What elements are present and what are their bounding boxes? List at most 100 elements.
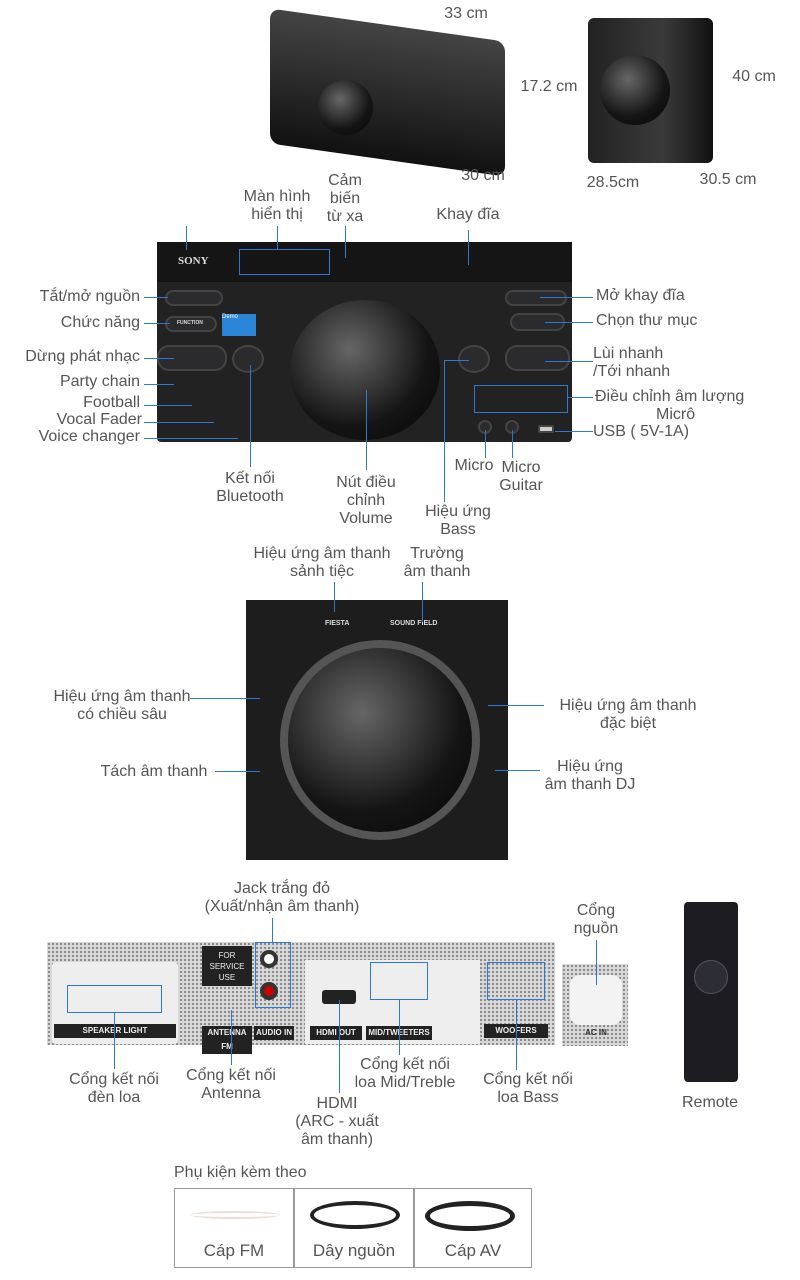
- label-isolator: Tách âm thanh: [100, 763, 208, 780]
- callout-line: [488, 705, 544, 706]
- callout-line: [444, 360, 469, 361]
- speaker-driver: [600, 55, 670, 125]
- label-power: Tắt/mở nguồn: [39, 288, 140, 305]
- remote-dpad: [694, 960, 728, 994]
- accessory-power-cord: Dây nguồn: [294, 1188, 414, 1268]
- label-special: Hiệu ứng âm thanh đặc biệt: [559, 697, 697, 732]
- callout-line: [422, 582, 423, 622]
- sony-logo: SONY: [178, 255, 209, 267]
- callout-line: [555, 431, 593, 432]
- mid-box: [370, 962, 428, 1000]
- label-bass: Hiệu ứng Bass: [425, 503, 491, 538]
- label-open-tray: Mở khay đĩa: [596, 287, 685, 304]
- callout-line: [272, 918, 273, 942]
- audio-in-label: AUDIO IN: [254, 1026, 294, 1040]
- label-vocal-fader: Vocal Fader: [56, 411, 142, 428]
- callout-line: [231, 1010, 232, 1065]
- label-football: Football: [83, 394, 140, 411]
- dim-speaker-depth: 30.5 cm: [699, 171, 757, 188]
- callout-line: [516, 1000, 517, 1070]
- av-cable-icon: [425, 1201, 515, 1231]
- bluetooth-button[interactable]: [232, 345, 264, 373]
- accessories-title: Phụ kiện kèm theo: [174, 1164, 307, 1181]
- callout-line: [545, 361, 593, 362]
- callout-line: [485, 430, 486, 458]
- speaker-light-box: [67, 985, 162, 1013]
- label-remote: Remote: [681, 1094, 739, 1111]
- label-seek: Lùi nhanh /Tới nhanh: [593, 345, 671, 380]
- callout-line: [540, 297, 593, 298]
- callout-line: [366, 390, 367, 470]
- label-mid-port: Cổng kết nối loa Mid/Treble: [354, 1056, 456, 1091]
- mic-level-box: [474, 385, 568, 413]
- function-button[interactable]: FUNCTION: [165, 316, 217, 332]
- main-unit-knob: [318, 80, 373, 135]
- callout-line: [468, 230, 469, 265]
- display-box: [239, 249, 330, 275]
- callout-line: [512, 430, 513, 458]
- callout-line: [144, 384, 174, 385]
- label-function: Chức năng: [60, 314, 140, 331]
- top-strip: [157, 242, 572, 282]
- callout-line: [190, 698, 260, 699]
- label-bass-port: Cổng kết nối loa Bass: [483, 1071, 573, 1106]
- callout-line: [399, 1000, 400, 1055]
- callout-line: [334, 582, 335, 612]
- label-display: Màn hình hiển thị: [243, 188, 311, 223]
- label-folder: Chọn thư mục: [596, 312, 698, 329]
- callout-line: [596, 940, 597, 985]
- label-bluetooth: Kết nối Bluetooth: [216, 470, 284, 505]
- dim-unit-width: 33 cm: [444, 5, 488, 22]
- dim-unit-height: 17.2 cm: [520, 78, 578, 95]
- dim-speaker-height: 40 cm: [732, 68, 776, 85]
- effects-knob[interactable]: [280, 640, 480, 840]
- label-sensor: Cảm biến từ xa: [326, 172, 364, 225]
- callout-line: [277, 226, 278, 249]
- label-hdmi: HDMI (ARC - xuất âm thanh): [295, 1095, 379, 1148]
- label-dj: Hiệu ứng âm thanh DJ: [544, 758, 636, 793]
- callout-line: [568, 397, 593, 398]
- callout-line: [545, 322, 593, 323]
- volume-knob[interactable]: [290, 300, 440, 440]
- label-mic-guitar: Micro Guitar: [499, 459, 543, 494]
- usb-port[interactable]: [538, 425, 554, 433]
- fiesta-button[interactable]: FIESTA: [325, 620, 350, 627]
- rca-white[interactable]: [260, 950, 278, 968]
- label-power-port: Cổng nguồn: [573, 902, 619, 937]
- rca-red[interactable]: [260, 982, 278, 1000]
- power-button[interactable]: [165, 290, 223, 306]
- label-volume: Nút điều chỉnh Volume: [336, 474, 396, 527]
- eject-button[interactable]: [505, 290, 567, 306]
- callout-line: [144, 323, 170, 324]
- callout-line: [215, 771, 260, 772]
- main-unit-image: [270, 8, 505, 177]
- label-antenna-port: Cổng kết nối Antenna: [186, 1067, 276, 1102]
- fm-cable-icon: [190, 1211, 280, 1219]
- callout-line: [144, 297, 168, 298]
- label-mic: Micro: [454, 457, 494, 474]
- service-label: FOR SERVICE USE: [202, 946, 252, 986]
- callout-line: [339, 1000, 340, 1093]
- callout-line: [345, 226, 346, 258]
- label-stop: Dừng phát nhạc: [25, 348, 140, 365]
- speaker-light-label: SPEAKER LIGHT: [54, 1024, 176, 1038]
- dim-speaker-width: 28.5cm: [586, 174, 640, 191]
- power-cord-icon: [310, 1201, 400, 1229]
- mega-bass-button[interactable]: [458, 345, 490, 373]
- label-flanger: Hiệu ứng âm thanh có chiều sâu: [53, 688, 191, 723]
- callout-line: [144, 405, 192, 406]
- accessory-fm-cable: Cáp FM: [174, 1188, 294, 1268]
- callout-line: [495, 770, 540, 771]
- sound-field-button[interactable]: SOUND FIELD: [390, 620, 438, 627]
- callout-line: [144, 438, 238, 439]
- callout-line: [144, 358, 174, 359]
- seek-buttons[interactable]: [505, 345, 570, 371]
- label-tray: Khay đĩa: [436, 206, 500, 223]
- hdmi-port[interactable]: [322, 990, 356, 1004]
- label-party-chain: Party chain: [59, 373, 140, 390]
- rca-box: [255, 942, 291, 1008]
- dim-unit-depth: 30 cm: [461, 167, 505, 184]
- callout-line: [250, 365, 251, 467]
- antenna-label: ANTENNA FM: [202, 1026, 252, 1054]
- label-fiesta: Hiệu ứng âm thanh sảnh tiệc: [253, 545, 391, 580]
